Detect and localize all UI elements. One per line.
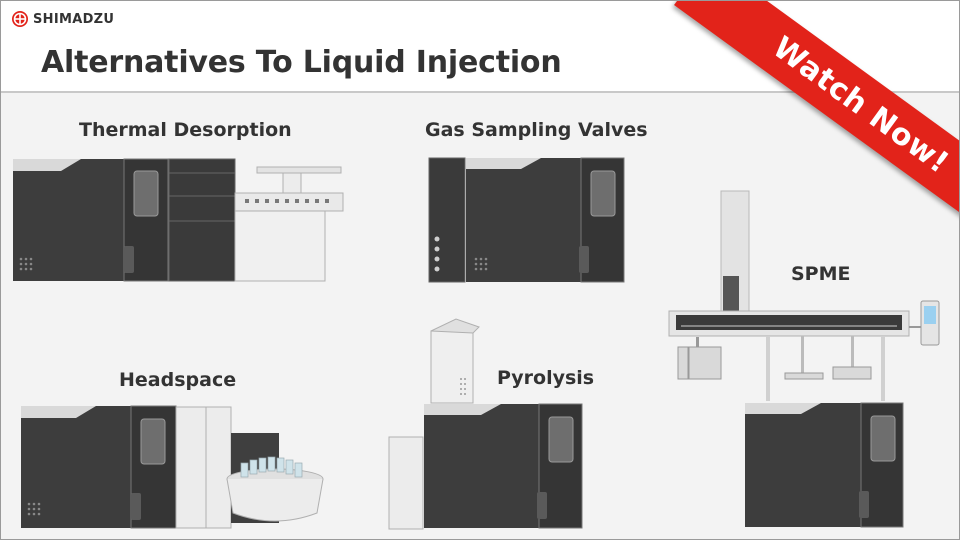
- page-title: Alternatives To Liquid Injection: [41, 45, 562, 80]
- spme-instrument: [668, 190, 940, 528]
- brand-logo: SHIMADZU: [11, 10, 114, 28]
- shimadzu-logo-icon: [12, 11, 28, 27]
- brand-name: SHIMADZU: [33, 11, 115, 27]
- label-headspace: Headspace: [119, 369, 237, 391]
- pyrolysis-instrument: [388, 318, 583, 530]
- headspace-instrument: [21, 405, 324, 529]
- thermal-desorption-instrument: [13, 158, 344, 282]
- label-thermal-desorption: Thermal Desorption: [79, 119, 292, 141]
- gas-sampling-valves-instrument: [428, 157, 625, 283]
- label-gas-sampling-valves: Gas Sampling Valves: [425, 119, 648, 141]
- label-pyrolysis: Pyrolysis: [497, 367, 595, 389]
- label-spme: SPME: [791, 263, 851, 285]
